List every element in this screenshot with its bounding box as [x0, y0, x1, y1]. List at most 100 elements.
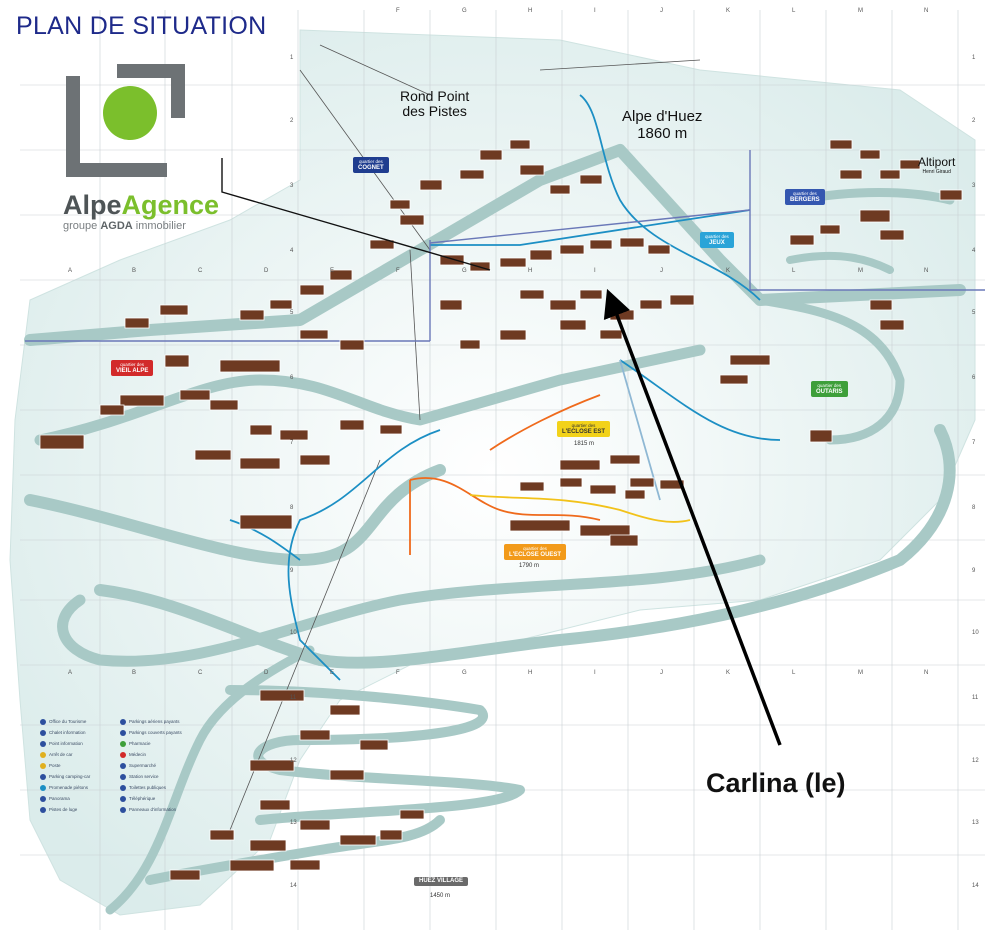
brand-sub-bold: AGDA: [100, 220, 133, 232]
grid-row-label: 10: [972, 630, 979, 636]
tourism-office-icon: [40, 718, 46, 725]
grid-column-label: M: [858, 8, 863, 14]
grid-row-label: 10: [290, 630, 297, 636]
altitude-eclose-ouest: 1790 m: [519, 563, 540, 569]
grid-column-label: A: [68, 268, 73, 274]
grid-column-label: D: [264, 670, 269, 676]
grid-row-label: 1: [972, 55, 976, 61]
agency-logo: [66, 64, 185, 177]
alpe-dhuez-label: Alpe d'Huez 1860 m: [622, 108, 702, 142]
grid-column-label: I: [594, 268, 596, 274]
grid-column-label: E: [330, 670, 335, 676]
piste-lines: [229, 94, 781, 681]
grid-row-label: 5: [290, 310, 294, 316]
grid-column-label: H: [528, 268, 533, 274]
brand-sub-plain: groupe: [63, 220, 98, 232]
grid-column-label: G: [462, 670, 467, 676]
legend-item: Pistes de luge: [40, 804, 114, 815]
grid-column-label: J: [660, 268, 663, 274]
legend-item: Station service: [120, 771, 194, 782]
pharmacy-icon: [120, 740, 126, 747]
grid-row-label: 11: [972, 695, 979, 701]
grid-column-label: H: [528, 670, 533, 676]
grid-row-label: 4: [972, 248, 976, 254]
info-chalet-icon: [40, 729, 46, 736]
grid-row-label: 1: [290, 55, 294, 61]
grid-column-label: J: [660, 8, 663, 14]
grid-row-label: 8: [290, 505, 294, 511]
legend-item: Téléphérique: [120, 793, 194, 804]
bus-stop-icon: [40, 751, 46, 758]
grid-row-label: 4: [290, 248, 294, 254]
carlina-arrow: [603, 288, 782, 746]
agency-brand-name: AlpeAgence: [63, 190, 219, 221]
altiport-name: Altiport: [918, 155, 956, 169]
grid-row-label: 12: [290, 758, 297, 764]
grid-column-label: N: [924, 8, 929, 14]
grid-column-label: A: [68, 670, 73, 676]
grid-row-label: 9: [290, 568, 294, 574]
roads: [24, 144, 966, 915]
legend-item: Toilettes publiques: [120, 782, 194, 793]
public-toilets-icon: [120, 784, 126, 791]
legend-item: Parking camping-car: [40, 771, 114, 782]
grid-column-label: B: [132, 670, 137, 676]
logo-bracket-right: [117, 64, 185, 118]
grid-column-label: N: [924, 268, 929, 274]
legend-item: Panneaux d'information: [120, 804, 194, 815]
post-office-icon: [40, 762, 46, 769]
grid-column-label: G: [462, 8, 467, 14]
grid-row-label: 3: [290, 183, 294, 189]
grid-column-label: J: [660, 670, 663, 676]
grid-row-label: 13: [972, 820, 979, 826]
grid-column-label: K: [726, 268, 731, 274]
legend-item: Point information: [40, 738, 114, 749]
walking-path-icon: [40, 784, 46, 791]
grid-column-label: M: [858, 268, 863, 274]
grid-row-label: 13: [290, 820, 297, 826]
grid-row-label: 7: [972, 440, 976, 446]
panorama-icon: [40, 795, 46, 802]
grid-column-label: K: [726, 8, 731, 14]
covered-parking-icon: [120, 729, 126, 736]
camper-parking-icon: [40, 773, 46, 780]
grid-column-label: C: [198, 268, 203, 274]
grid-column-label: H: [528, 8, 533, 14]
supermarket-icon: [120, 762, 126, 769]
grid-column-label: N: [924, 670, 929, 676]
logo-bracket-left: [66, 76, 167, 177]
grid-column-label: C: [198, 670, 203, 676]
agency-brand-subtitle: groupe AGDA immobilier: [63, 220, 186, 232]
logo-green-dot: [103, 86, 157, 140]
brand-sub-rest: immobilier: [135, 220, 186, 232]
legend-item: Office du Tourisme: [40, 716, 114, 727]
legend-item: Chalet information: [40, 727, 114, 738]
rond-point-line1: Rond Point: [400, 88, 470, 104]
grid-row-label: 11: [290, 695, 297, 701]
quarter-badge-huez-village: HUEZ VILLAGE: [414, 877, 469, 886]
legend-item: Parkings aériens payants: [120, 716, 194, 727]
grid-row-label: 2: [972, 118, 976, 124]
open-air-parking-icon: [120, 718, 126, 725]
legend-item: Arrêt de car: [40, 749, 114, 760]
cable-car-icon: [120, 795, 126, 802]
gas-station-icon: [120, 773, 126, 780]
grid-row-label: 6: [290, 375, 294, 381]
grid-row-label: 9: [972, 568, 976, 574]
legend-item: Supermarché: [120, 760, 194, 771]
grid-column-label: I: [594, 670, 596, 676]
sled-run-icon: [40, 806, 46, 813]
info-panel-icon: [120, 806, 126, 813]
grid-row-label: 12: [972, 758, 979, 764]
grid-row-label: 14: [972, 883, 979, 889]
legend-col-right: Parkings aériens payants Parkings couver…: [120, 716, 194, 815]
grid-row-label: 2: [290, 118, 294, 124]
grid-column-label: L: [792, 670, 796, 676]
buildings: [39, 139, 963, 881]
grid-column-label: I: [594, 8, 596, 14]
grid-row-label: 3: [972, 183, 976, 189]
